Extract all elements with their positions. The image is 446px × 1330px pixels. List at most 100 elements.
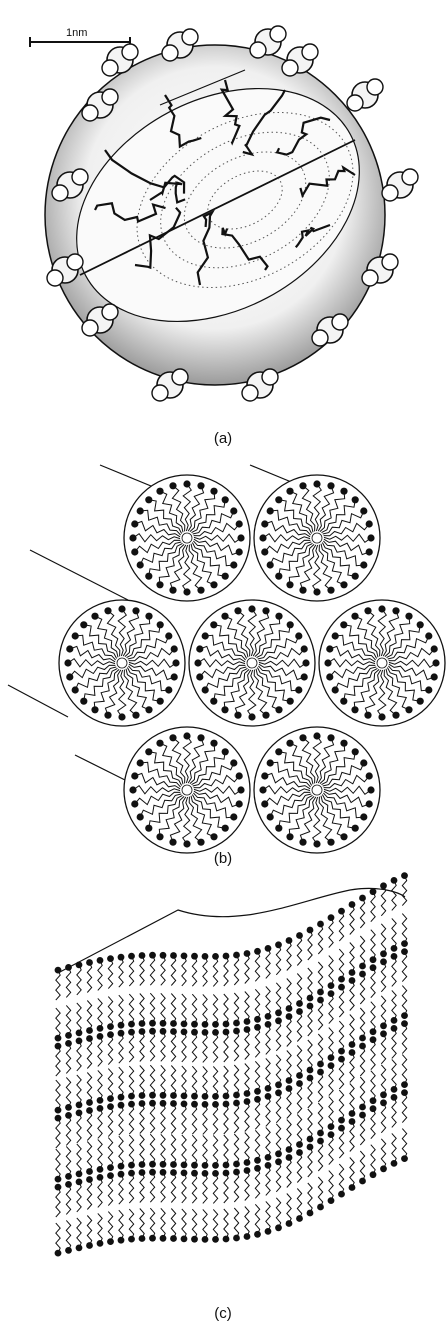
headgroup [259,534,267,542]
headgroup [212,1093,219,1100]
surfactant-tail [65,967,72,998]
headgroup [380,1022,387,1030]
headgroup [191,952,198,960]
headgroup [286,697,294,705]
surfactant-tail [97,1036,103,1067]
headgroup [118,713,126,721]
surfactant-tail [190,795,215,838]
surfactant-tail [329,664,376,679]
headgroup [275,1081,282,1089]
hydrogen-atom [241,384,259,402]
hydrogen-atom [46,269,64,287]
headgroup [107,1031,114,1038]
water-molecule [46,253,84,287]
headgroup [75,1244,83,1252]
headgroup [183,588,191,596]
surfactant-tail [286,1193,292,1224]
headgroup [331,686,339,694]
micelle-cross-section [76,87,360,323]
surfactant-tail [76,1040,82,1072]
core-density-contours [136,111,354,289]
headgroup [149,1099,156,1107]
surfactant-tail [149,992,156,1024]
headgroup [299,838,307,846]
surfactant-tail [160,1064,166,1096]
surfactant-tail [76,1074,82,1106]
headgroup [275,1224,282,1232]
surfactant-tail [187,737,205,784]
headgroup [285,937,293,944]
cylindrical-micelles [58,474,446,854]
surfactant-tail [117,608,127,657]
surfactant-tail [317,999,324,1031]
surfactant-tail [286,940,292,971]
headgroup [306,1209,314,1217]
surfactant-tail [132,533,181,543]
surfactant-tail [191,993,198,1025]
water-molecule [346,78,384,112]
surfactant-tail [349,942,355,973]
headgroup [317,1129,324,1137]
surfactant-tail [202,1066,208,1097]
surfactant-tail [106,610,121,657]
surfactant-tail [349,1014,355,1045]
headgroup [275,824,283,832]
headgroup [183,840,191,848]
headgroup [75,1037,83,1045]
headgroup [285,1005,293,1012]
surfactant-tail [193,774,240,789]
headgroup [138,1235,146,1242]
surfactant-tail [262,785,311,795]
surfactant-tail [107,1175,114,1206]
headgroup [170,1161,177,1168]
surfactant-tail [160,1133,166,1165]
headgroup [390,1160,398,1167]
headgroup [54,1175,62,1183]
surfactant-tail [234,669,252,716]
headgroup [351,706,359,714]
surfactant-tail [55,1117,61,1149]
surfactant-tail [343,624,378,659]
surfactant-tail [401,1128,408,1159]
surfactant-tail [128,658,177,668]
surfactant-tail [299,796,317,843]
surfactant-tail [126,624,161,659]
headgroup [264,1228,272,1235]
headgroup [348,1118,356,1125]
headgroup [327,990,335,997]
surfactant-tail [128,1134,135,1166]
headgroup [360,813,368,821]
surfactant-tail [97,1213,103,1244]
surfactant-tail [55,969,61,1001]
headgroup [159,1234,167,1242]
hydrogen-atom [81,319,99,337]
headgroup [75,961,83,969]
headgroup [235,520,243,528]
headgroup [327,1054,335,1061]
headgroup [159,951,167,959]
surfactant-tail [289,490,314,533]
headgroup [327,734,335,742]
water-molecule [101,43,139,77]
water-molecule [281,43,319,77]
headgroup [264,1085,272,1092]
headgroup [212,1236,219,1243]
micelle-core [181,784,193,796]
headgroup [243,1026,251,1033]
headgroup [299,586,307,594]
density-contour [207,170,283,230]
surfactant-tail [181,993,187,1025]
headgroup [159,1019,167,1027]
surfactant-tail [170,1103,177,1134]
headgroup [401,872,408,879]
surfactant-tail [171,485,186,532]
headgroup [191,1169,198,1177]
surfactant-tail [353,669,380,710]
headgroup [86,1242,93,1249]
headgroup [405,612,413,620]
surfactant-tail [148,542,183,577]
headgroup [266,507,274,515]
headgroup [340,487,348,495]
headgroup [80,697,88,705]
surfactant-tail [312,796,322,845]
